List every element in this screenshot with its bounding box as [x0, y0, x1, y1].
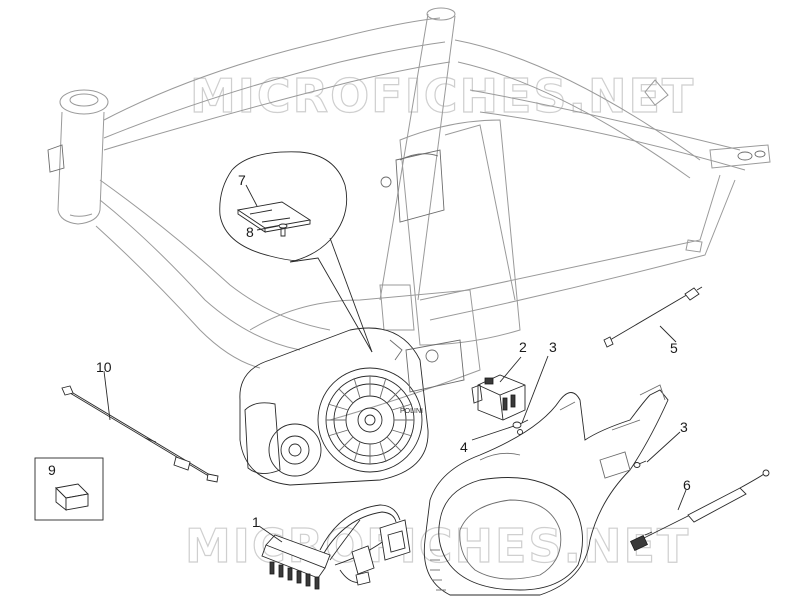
callout-3-lower: 3	[680, 419, 688, 435]
part-5-sensor-cable	[603, 286, 703, 348]
part-3-screw-upper	[512, 419, 529, 429]
callout-10: 10	[96, 359, 112, 375]
callout-6: 6	[683, 477, 691, 493]
callout-5: 5	[670, 340, 678, 356]
part-9-box	[34, 457, 104, 521]
part-6-plug-cable	[630, 469, 770, 552]
callout-1: 1	[252, 514, 260, 530]
callout-4: 4	[460, 439, 468, 455]
watermark-top: MICROFICHES.NET	[190, 69, 695, 123]
part-7-bracket	[236, 201, 312, 233]
part-8-screw	[278, 223, 288, 237]
part-1-wiring-harness	[261, 504, 411, 590]
bike-frame	[47, 7, 771, 421]
detail-bubble	[219, 151, 373, 353]
callout-9: 9	[48, 462, 56, 478]
part-4-washer	[517, 429, 523, 435]
leader-lines	[103, 184, 687, 543]
motor-brand-label: POLINI	[400, 408, 423, 415]
callout-numbers: 7 8 10 9 2 3 4 5 3 6 1	[48, 172, 691, 530]
part-10-long-cable	[61, 385, 219, 483]
callout-8: 8	[246, 224, 254, 240]
motor-cover	[423, 384, 669, 596]
part-3-screw-lower	[633, 460, 647, 468]
part-2-connector-block	[471, 374, 526, 421]
callout-2: 2	[519, 339, 527, 355]
callout-7: 7	[238, 172, 246, 188]
motor-assembly: POLINI	[239, 327, 465, 486]
callout-3-upper: 3	[549, 339, 557, 355]
